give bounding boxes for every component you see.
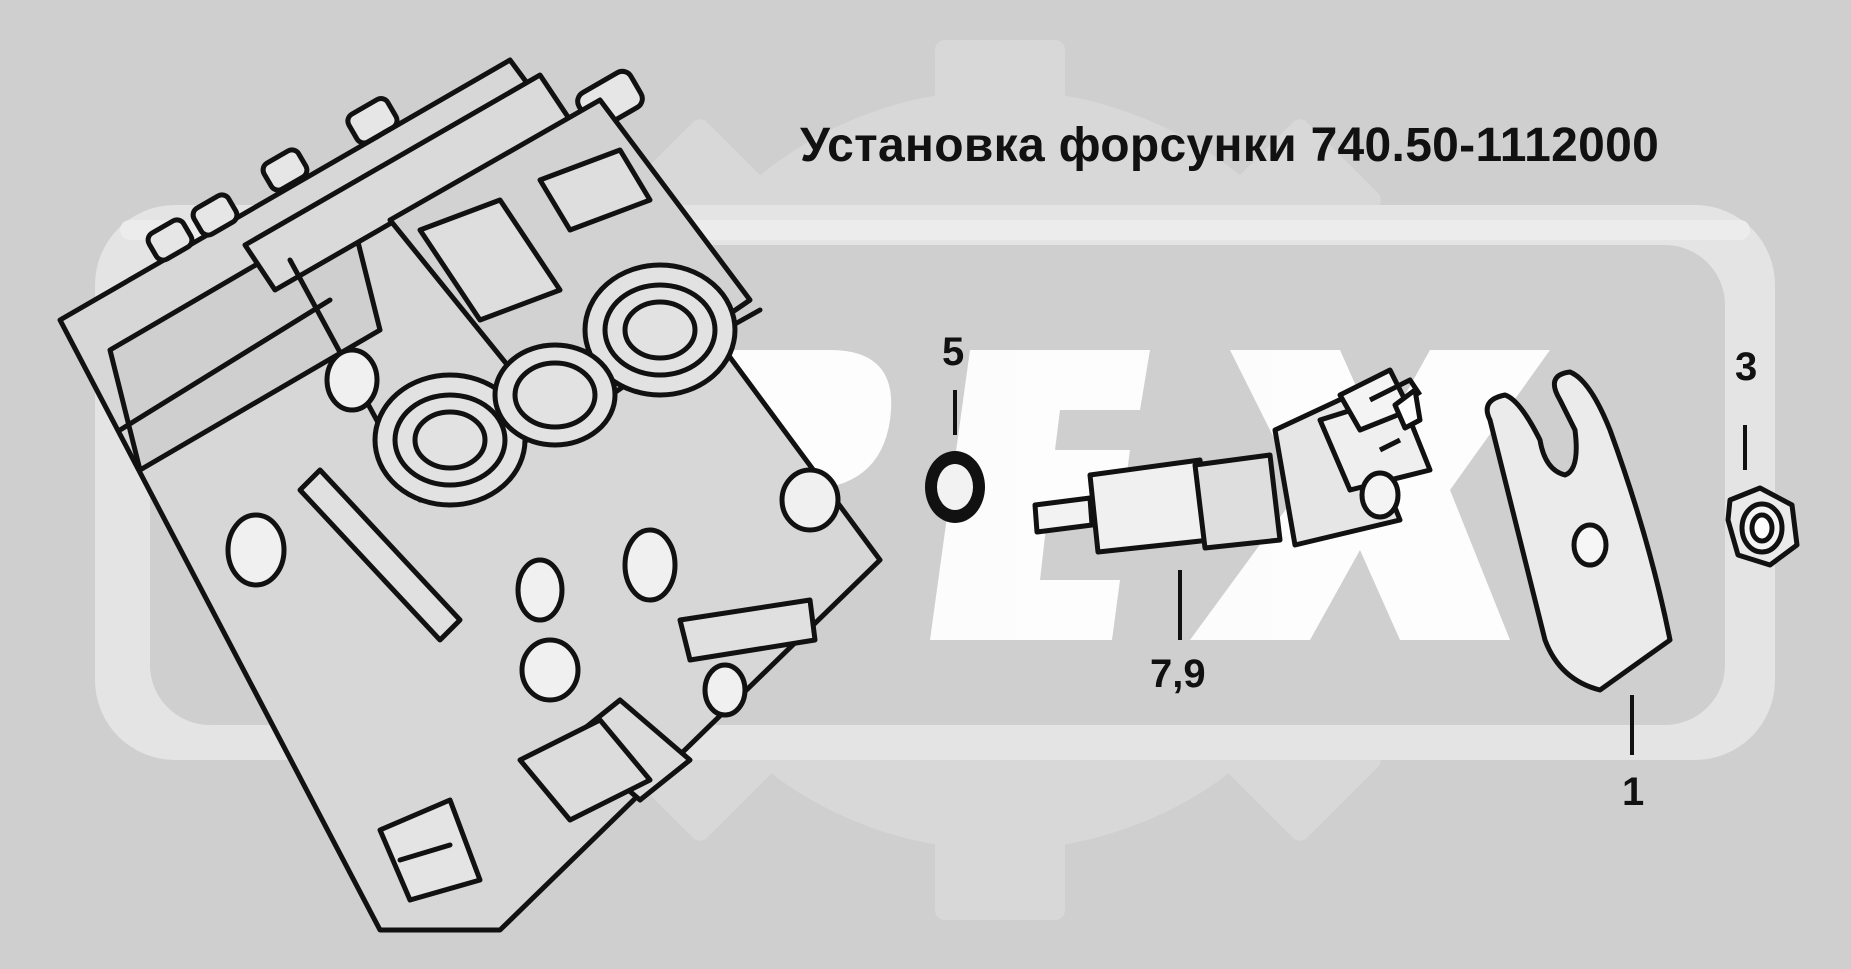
head-holes: [225, 347, 841, 718]
valve-springs: [372, 262, 738, 508]
cylinder-head-drawing: [57, 57, 883, 933]
clamp-bracket-drawing: [1484, 369, 1673, 755]
diagram-title: Установка форсунки 740.50-1112000: [800, 119, 1660, 172]
callout-label-bracket: 1: [1622, 770, 1645, 814]
head-bolts: [145, 68, 645, 263]
injector-drawing: [1032, 367, 1433, 640]
callout-label-washer: 5: [942, 330, 965, 374]
hex-nut-drawing: [1725, 425, 1800, 568]
callout-label-nut: 3: [1735, 345, 1758, 389]
callout-label-injector: 7,9: [1150, 652, 1206, 696]
sealing-washer-drawing: [925, 390, 985, 523]
